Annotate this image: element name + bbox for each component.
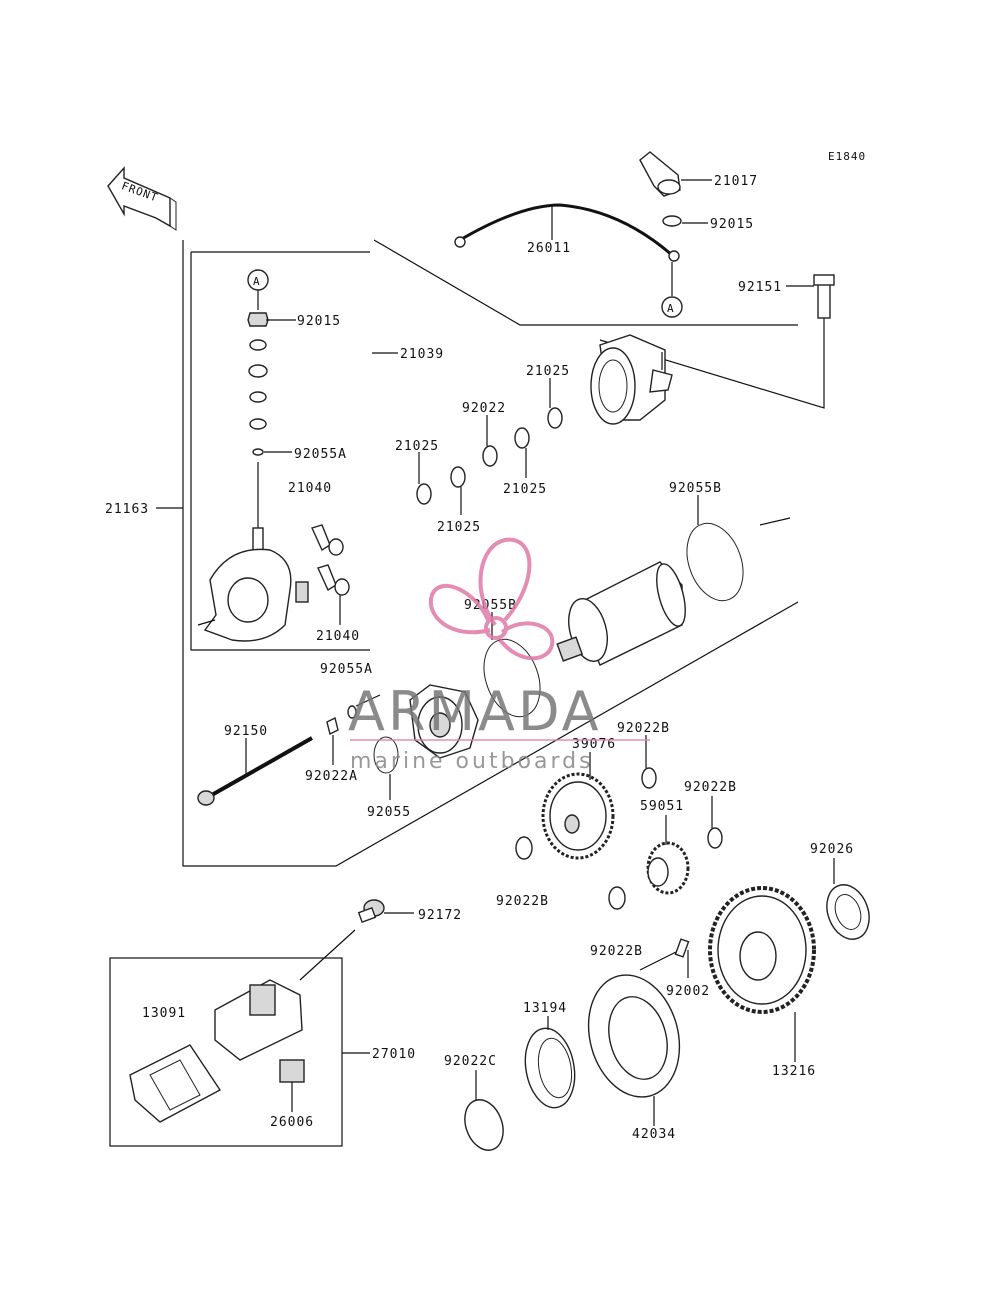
label-92022a: 92022A: [305, 769, 358, 784]
bolt-92151: [786, 274, 835, 319]
washer-92022c: [464, 1070, 504, 1151]
label-92022b-1: 92022B: [617, 721, 670, 736]
plate-42034: [587, 974, 681, 1126]
label-92055a-mid: 92055A: [320, 662, 373, 677]
label-13216: 13216: [772, 1064, 816, 1079]
label-92055a-top: 92055A: [294, 447, 347, 462]
label-92022c: 92022C: [444, 1054, 497, 1069]
relay-box-frame: [109, 929, 370, 1147]
brush-plate: [197, 462, 309, 642]
label-21025-d: 21025: [437, 520, 481, 535]
assembly-frame: [156, 239, 825, 867]
label-92022: 92022: [462, 401, 506, 416]
label-92151: 92151: [738, 280, 782, 295]
watermark-tagline: marine outboards: [350, 749, 594, 774]
label-21039: 21039: [400, 347, 444, 362]
connector-marker-a-top: A: [247, 269, 269, 291]
brush-21040-b: [317, 564, 350, 625]
label-21040-b: 21040: [316, 629, 360, 644]
label-26011: 26011: [527, 241, 571, 256]
label-21025-c: 21025: [503, 482, 547, 497]
watermark: ARMADA marine outboards: [348, 537, 650, 774]
rear-cover: [590, 334, 673, 425]
label-21040-a: 21040: [288, 481, 332, 496]
label-92002: 92002: [666, 984, 710, 999]
oring-92055a-mid: [347, 694, 381, 719]
label-26006: 26006: [270, 1115, 314, 1130]
label-13091: 13091: [142, 1006, 186, 1021]
label-13194: 13194: [523, 1001, 567, 1016]
washer-stack: [247, 290, 398, 456]
seal-92026: [826, 858, 870, 940]
label-21025-a: 21025: [526, 364, 570, 379]
bolt-92150: [197, 736, 313, 806]
label-21017: 21017: [714, 174, 758, 189]
bolt-92172: [357, 899, 414, 923]
front-arrow-icon: FRONT: [107, 166, 177, 231]
oring-92055b-top: [686, 495, 744, 602]
sprocket-13216: [708, 886, 816, 1062]
washer-92022b-1: [641, 735, 657, 789]
label-42034: 42034: [632, 1127, 676, 1142]
propeller-logo-icon: [428, 537, 555, 661]
relay-27010: [214, 979, 303, 1061]
nut-92015: [662, 215, 708, 227]
label-92055: 92055: [367, 805, 411, 820]
label-92022b-3: 92022B: [496, 894, 549, 909]
label-92015-cap: 92015: [710, 217, 754, 232]
label-92022b-4: 92022B: [590, 944, 643, 959]
terminal-cap-21017: [639, 151, 712, 197]
cover-13091: [129, 1044, 222, 1123]
watermark-brand: ARMADA: [348, 680, 602, 743]
washer-92022a: [326, 716, 339, 765]
clutch-13194: [524, 1016, 576, 1109]
label-92026: 92026: [810, 842, 854, 857]
fuse-26006: [279, 1059, 305, 1112]
gear-59051: [646, 815, 690, 895]
label-59051: 59051: [640, 799, 684, 814]
label-21163: 21163: [105, 502, 149, 517]
connector-marker-a-bottom: A: [661, 296, 683, 318]
label-27010: 27010: [372, 1047, 416, 1062]
bolt-92002: [639, 938, 690, 978]
diagram-code: E1840: [828, 150, 866, 163]
motor-yoke: [556, 561, 686, 666]
label-21025-b: 21025: [395, 439, 439, 454]
shims: [416, 378, 563, 515]
washer-92022b-3: [515, 836, 626, 910]
label-92150: 92150: [224, 724, 268, 739]
label-92172: 92172: [418, 908, 462, 923]
svg-text:A: A: [667, 302, 675, 315]
label-92055b-top: 92055B: [669, 481, 722, 496]
brush-21040-a: [311, 524, 344, 556]
washer-92022b-2: [707, 796, 723, 849]
label-92015-nut: 92015: [297, 314, 341, 329]
cable-26011: [454, 203, 680, 296]
label-92022b-2: 92022B: [684, 780, 737, 795]
gear-39076: [541, 752, 615, 860]
svg-text:A: A: [253, 275, 261, 288]
oring-92055: [373, 736, 399, 800]
